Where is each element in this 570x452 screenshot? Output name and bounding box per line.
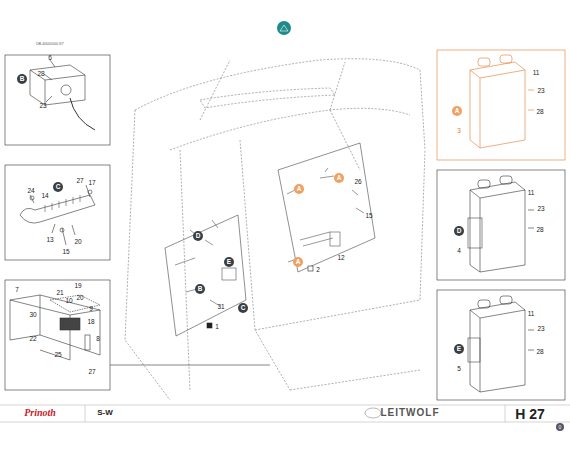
callout-number: 11 <box>528 311 535 318</box>
detail-badge: A <box>452 106 462 116</box>
callout-number: 28 <box>536 349 543 356</box>
callout-number: 30 <box>29 312 36 319</box>
detail-badge: C <box>238 303 248 313</box>
detail-badge: B <box>195 284 205 294</box>
callout-number: 2 <box>316 267 320 274</box>
callout-number: 25 <box>54 352 61 359</box>
callout-number: 15 <box>365 213 372 220</box>
callout-number: 23 <box>537 326 544 333</box>
callout-number: 23 <box>537 206 544 213</box>
callout-number: 3 <box>457 128 461 135</box>
callout-number: 19 <box>74 283 81 290</box>
callout-number: 13 <box>46 237 53 244</box>
product-logo: LEITWOLF <box>380 408 439 418</box>
callout-number: 17 <box>88 180 95 187</box>
detail-badge: D <box>193 231 203 241</box>
callout-number: 5 <box>457 366 461 373</box>
callout-number: 12 <box>337 255 344 262</box>
callout-number: 15 <box>62 249 69 256</box>
detail-badge: A <box>334 173 344 183</box>
callout-number: 22 <box>29 336 36 343</box>
detail-badge: A <box>294 184 304 194</box>
callout-number: 6 <box>48 55 52 62</box>
callout-number: 28 <box>37 71 44 78</box>
callout-number: 1 <box>215 324 219 331</box>
callout-number: 8 <box>96 336 100 343</box>
callout-number: 26 <box>354 179 361 186</box>
callout-number: 27 <box>76 178 83 185</box>
detail-badge: B <box>17 74 27 84</box>
callout-number: 9 <box>89 306 93 313</box>
revision-mark: 0 <box>556 423 564 431</box>
detail-badge: A <box>293 257 303 267</box>
callout-number: 11 <box>528 190 535 197</box>
page-code: H 27 <box>515 407 545 421</box>
detail-badge: D <box>454 226 464 236</box>
callout-number: 21 <box>56 290 63 297</box>
callout-number: 7 <box>15 287 19 294</box>
callout-number: 20 <box>76 295 83 302</box>
callout-number: 20 <box>74 239 81 246</box>
callout-number: 10 <box>65 298 72 305</box>
detail-badge: C <box>53 182 63 192</box>
callout-number: 28 <box>536 227 543 234</box>
drawing-number: DB-40001000 3/7 <box>36 43 63 47</box>
callout-number: 28 <box>536 109 543 116</box>
callout-number: 18 <box>87 319 94 326</box>
callout-number: 31 <box>217 304 224 311</box>
detail-badge: E <box>454 344 464 354</box>
callout-number: 23 <box>39 103 46 110</box>
detail-badge: E <box>224 257 234 267</box>
callout-number: 27 <box>88 369 95 376</box>
callout-number: 23 <box>537 88 544 95</box>
model-code: S-W <box>97 409 113 417</box>
callout-number: 4 <box>457 248 461 255</box>
brand-logo: Prinoth <box>24 408 56 418</box>
callout-number: 24 <box>27 188 34 195</box>
callout-number: 14 <box>41 193 48 200</box>
callout-number: 11 <box>533 70 540 77</box>
